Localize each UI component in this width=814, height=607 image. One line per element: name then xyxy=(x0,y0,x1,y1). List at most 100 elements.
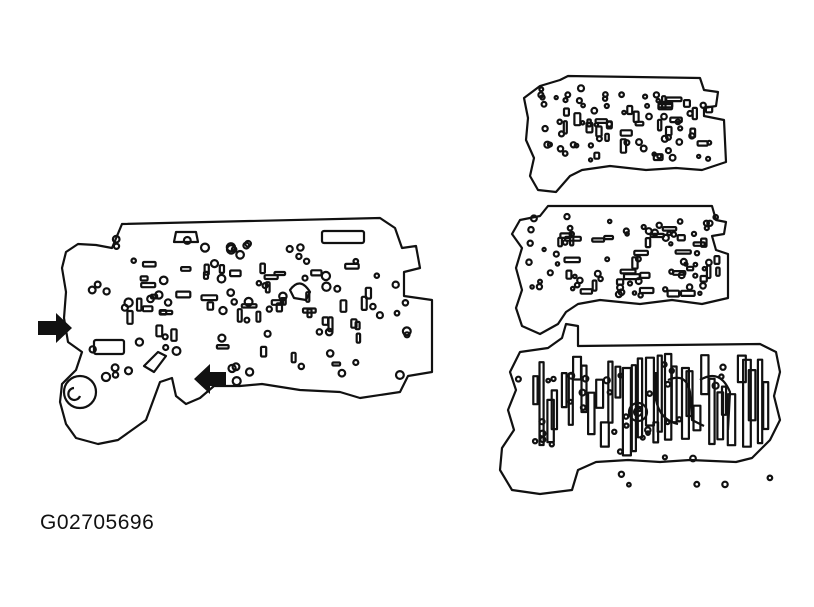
gasket-hole xyxy=(593,269,602,278)
gasket-slot xyxy=(696,140,709,147)
casting-hole xyxy=(617,372,624,379)
valve-bore xyxy=(560,372,568,409)
plate-hole xyxy=(242,241,251,250)
plate-hole xyxy=(171,346,182,357)
casting-hole xyxy=(643,426,652,434)
gasket-hole xyxy=(699,101,707,110)
plate-hole xyxy=(102,287,111,296)
gasket-slot xyxy=(568,231,575,247)
plate-slot xyxy=(170,328,178,342)
casting-hole xyxy=(676,416,683,423)
gasket-slot xyxy=(579,288,594,295)
gasket-slot xyxy=(591,279,598,292)
upper-gasket-slots xyxy=(562,95,714,162)
plate-slot xyxy=(240,303,258,309)
valve-bore xyxy=(532,375,539,406)
plate-hole xyxy=(337,368,347,378)
gasket-hole xyxy=(587,157,594,163)
gasket-hole xyxy=(606,218,613,225)
gasket-hole xyxy=(529,284,535,290)
plate-hole xyxy=(333,284,342,293)
plate-hole xyxy=(134,337,145,347)
gasket-hole xyxy=(622,227,630,235)
valve-bore xyxy=(726,393,737,447)
valve-body-bores xyxy=(532,352,770,457)
plate-slot xyxy=(279,297,287,306)
plate-hole xyxy=(110,363,120,373)
casting-hole xyxy=(514,375,522,383)
valve-body-bend xyxy=(654,372,679,426)
gasket-hole xyxy=(652,91,661,99)
plate-slot xyxy=(264,281,271,294)
gasket-hole xyxy=(604,256,611,263)
upper-gasket xyxy=(522,74,728,194)
valve-bore xyxy=(550,389,559,431)
casting-hole xyxy=(636,405,643,413)
plate-hole xyxy=(100,371,112,383)
valve-bore xyxy=(656,354,663,433)
gasket-hole xyxy=(668,241,674,247)
casting-hole xyxy=(626,481,632,488)
casting-hole xyxy=(623,422,630,429)
gasket-slot xyxy=(665,96,683,103)
gasket-slot xyxy=(669,116,683,124)
casting-hole xyxy=(664,380,672,388)
gasket-slot xyxy=(562,120,568,135)
gasket-hole xyxy=(579,120,586,126)
plate-slot xyxy=(218,264,226,275)
gasket-slot xyxy=(674,249,692,255)
casting-hole xyxy=(664,419,671,426)
gasket-hole xyxy=(670,231,678,238)
plate-hole xyxy=(315,328,324,336)
gasket-slot xyxy=(644,237,652,249)
plate-slot xyxy=(180,266,192,272)
valve-bore xyxy=(685,370,694,418)
plate-slot xyxy=(301,307,317,314)
gasket-hole xyxy=(712,213,720,221)
plate-slot xyxy=(135,297,143,312)
plate-slot xyxy=(203,263,210,276)
plate-hole xyxy=(111,371,120,379)
casting-hole xyxy=(550,375,557,383)
plate-slot xyxy=(229,269,242,278)
valve-bore xyxy=(747,369,757,422)
plate-slot xyxy=(321,316,330,326)
gasket-slot xyxy=(656,118,663,132)
separator-plate-outline xyxy=(58,216,434,446)
casting-hole xyxy=(545,377,552,384)
casting-hole xyxy=(689,454,697,463)
plate-slot xyxy=(139,275,149,282)
upper-gasket-outline xyxy=(522,74,728,194)
plate-hole xyxy=(373,272,381,280)
plate-slot xyxy=(339,299,348,313)
gasket-hole xyxy=(576,276,584,285)
plate-slot xyxy=(141,305,154,313)
gasket-hole xyxy=(696,153,702,160)
gasket-hole xyxy=(546,269,554,277)
casting-hole xyxy=(622,413,630,420)
gasket-hole xyxy=(601,95,609,102)
casting-hole xyxy=(616,448,624,455)
casting-hole xyxy=(718,373,725,380)
gasket-hole xyxy=(640,223,647,231)
gasket-slot xyxy=(705,264,712,280)
gasket-slot xyxy=(619,268,637,275)
gasket-hole xyxy=(675,138,684,146)
gasket-slot xyxy=(685,265,695,272)
casting-hole xyxy=(539,436,547,444)
plate-hole xyxy=(401,326,412,337)
arrow-left-icon xyxy=(194,364,226,394)
plate-hole xyxy=(320,270,332,282)
casting-hole xyxy=(578,388,587,397)
gasket-hole xyxy=(529,214,538,223)
gasket-hole xyxy=(626,280,634,287)
casting-hole xyxy=(538,418,546,426)
plate-slot xyxy=(275,302,284,313)
gasket-hole xyxy=(561,150,569,157)
plate-hole xyxy=(182,235,192,245)
gasket-slot xyxy=(619,138,628,154)
gasket-hole xyxy=(538,86,545,93)
plate-slot xyxy=(255,310,262,323)
casting-hole xyxy=(567,398,574,405)
valve-bore xyxy=(700,354,710,396)
